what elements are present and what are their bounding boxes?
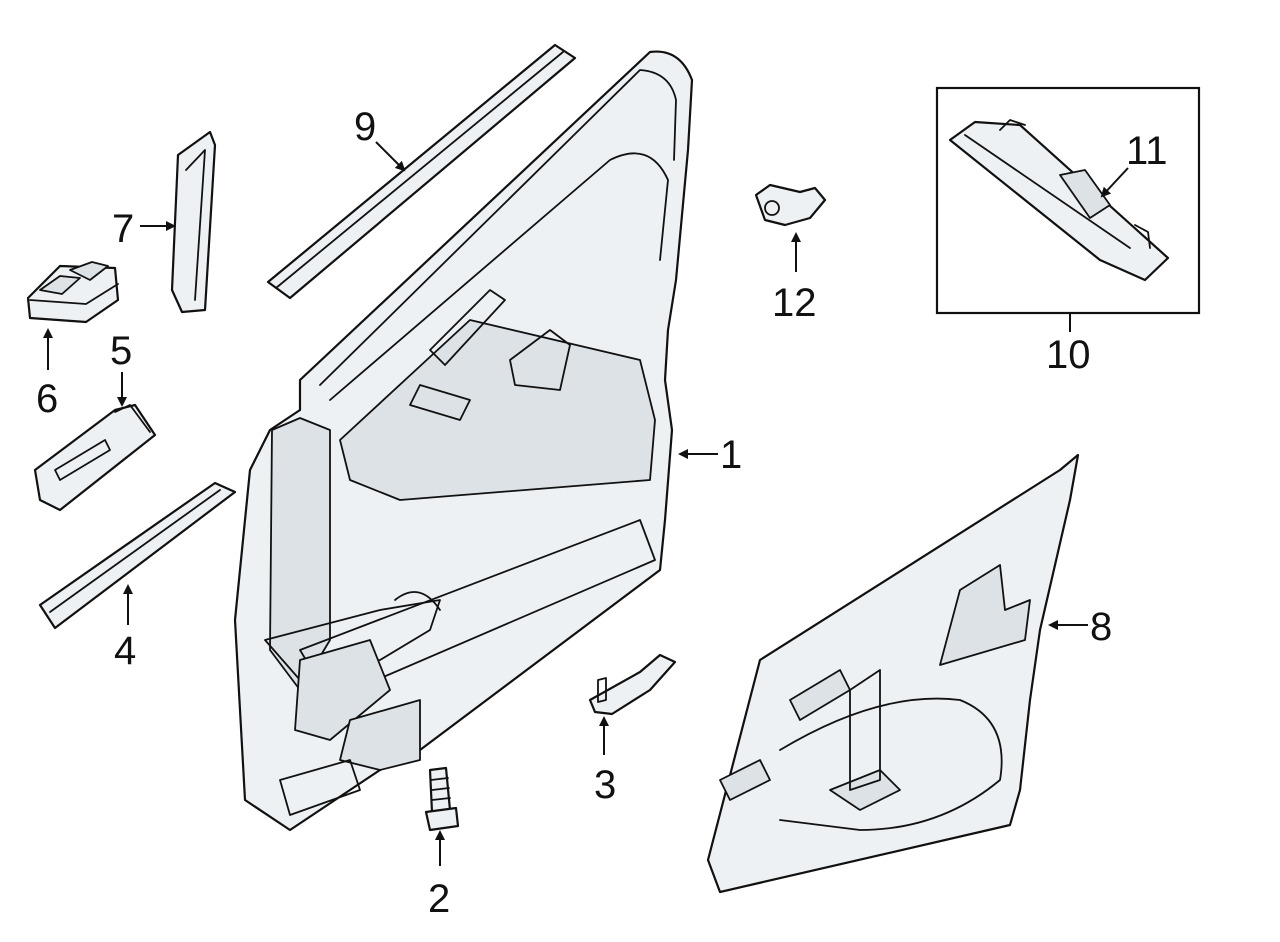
callout-2: 2 [428, 877, 450, 921]
leader-11 [1100, 167, 1129, 198]
weatherstrip [266, 43, 577, 300]
trim-strip [38, 481, 237, 630]
bracket [588, 653, 677, 716]
callout-3: 3 [594, 763, 616, 807]
callout-4: 4 [114, 629, 136, 673]
callout-7: 7 [112, 207, 134, 251]
switch-bezel [33, 403, 157, 512]
callout-10: 10 [1046, 333, 1091, 377]
door-trim-panel [233, 50, 694, 832]
bulb-socket [754, 183, 827, 227]
callout-11: 11 [1126, 129, 1168, 173]
pillar-trim [170, 130, 217, 314]
leader-9 [375, 141, 406, 172]
callout-8: 8 [1090, 605, 1112, 649]
window-switch [26, 261, 120, 324]
callout-9: 9 [354, 105, 376, 149]
callout-labels: 1 2 3 4 5 6 7 8 9 10 11 12 [36, 105, 1168, 921]
callout-12: 12 [772, 281, 817, 325]
callout-5: 5 [110, 329, 132, 373]
courtesy-lamp-box [935, 86, 1201, 315]
door-insulator [706, 453, 1080, 894]
leader-lines [43, 141, 1129, 866]
callout-6: 6 [36, 377, 58, 421]
bolt [424, 766, 460, 832]
callout-1: 1 [720, 433, 742, 477]
